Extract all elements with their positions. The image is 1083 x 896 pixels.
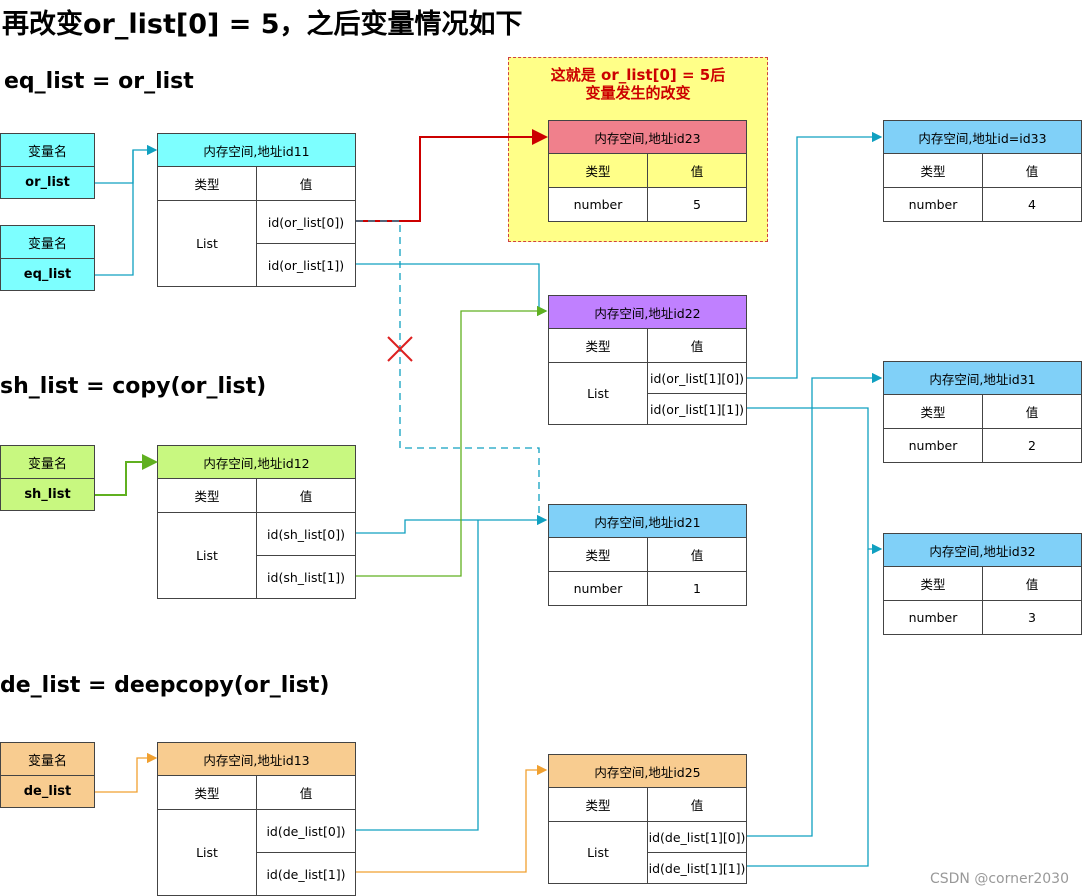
arrow-or-list-to-id11: [95, 144, 158, 184]
variable-name-value: or_list: [1, 166, 94, 198]
value-column-header: 值: [647, 537, 747, 572]
memory-value: id(de_list[0]): [256, 809, 356, 853]
section-label-de: de_list = deepcopy(or_list): [0, 673, 330, 698]
memory-value: id(sh_list[1]): [256, 555, 356, 599]
variable-name-label: 变量名: [27, 456, 67, 472]
value-column-header: 值: [256, 166, 356, 201]
memory-header: 内存空间,地址id32: [883, 533, 1082, 567]
variable-name-label: 变量名: [27, 753, 67, 769]
value-column-header: 值: [982, 394, 1082, 429]
variable-box-sh-list: 变量名 sh_list: [0, 445, 95, 511]
variable-name-value: de_list: [1, 775, 94, 807]
change-note: 这就是 or_list[0] = 5后 变量发生的改变: [508, 66, 768, 102]
memory-value: id(or_list[1]): [256, 243, 356, 287]
memory-value: id(de_list[1][0]): [647, 821, 747, 853]
memory-value: id(or_list[1][0]): [647, 362, 747, 394]
arrow-eq-list-to-id11: [95, 150, 134, 276]
memory-value: id(de_list[1]): [256, 852, 356, 896]
arrow-de-list-to-id13: [95, 752, 158, 793]
variable-box-eq-list: 变量名 eq_list: [0, 225, 95, 291]
arrow-id25-1-to-id32: [747, 549, 869, 867]
arrow-id22-0-to-id33: [747, 131, 883, 379]
page-title: 再改变or_list[0] = 5，之后变量情况如下: [2, 9, 523, 40]
memory-value: 5: [647, 187, 747, 222]
memory-value: id(sh_list[0]): [256, 512, 356, 556]
arrow-id12-0-to-id21: [356, 514, 548, 534]
change-note-line1: 这就是 or_list[0] = 5后: [550, 66, 726, 84]
value-column-header: 值: [647, 153, 747, 188]
memory-value: id(or_list[1][1]): [647, 393, 747, 425]
memory-type: List: [157, 512, 257, 599]
type-column-header: 类型: [548, 537, 648, 572]
memory-header: 内存空间,地址id31: [883, 361, 1082, 395]
memory-type: List: [548, 821, 648, 884]
arrow-id12-1-to-id22: [356, 305, 548, 577]
memory-type: number: [883, 600, 983, 635]
variable-box-or-list: 变量名 or_list: [0, 133, 95, 199]
variable-name-label: 变量名: [27, 236, 67, 252]
value-column-header: 值: [256, 775, 356, 810]
memory-value: 4: [982, 187, 1082, 222]
memory-header: 内存空间,地址id13: [157, 742, 356, 776]
memory-header: 内存空间,地址id25: [548, 754, 747, 788]
change-note-line2: 变量发生的改变: [585, 84, 691, 102]
memory-type: number: [548, 571, 648, 606]
memory-type: number: [548, 187, 648, 222]
arrow-id13-1-to-id25: [356, 764, 548, 873]
arrow-sh-list-to-id12: [95, 454, 158, 496]
arrow-id13-0-to-id21: [356, 520, 479, 831]
type-column-header: 类型: [157, 775, 257, 810]
memory-type: number: [883, 428, 983, 463]
old-link-id11-0-to-id21: [356, 220, 546, 521]
memory-type: List: [157, 200, 257, 287]
section-label-sh: sh_list = copy(or_list): [0, 374, 267, 399]
memory-header: 内存空间,地址id21: [548, 504, 747, 538]
broken-link-cross-icon: [387, 336, 413, 362]
type-column-header: 类型: [548, 328, 648, 363]
variable-name-value: eq_list: [1, 258, 94, 290]
memory-value: 2: [982, 428, 1082, 463]
memory-type: List: [548, 362, 648, 425]
arrow-id11-0-to-id23: [356, 129, 548, 222]
variable-name-label: 变量名: [27, 144, 67, 160]
section-label-eq: eq_list = or_list: [4, 69, 194, 94]
variable-box-de-list: 变量名 de_list: [0, 742, 95, 808]
memory-value: 3: [982, 600, 1082, 635]
arrow-id22-1-to-id32: [747, 407, 883, 555]
type-column-header: 类型: [548, 787, 648, 822]
arrow-id11-1-to-id22: [356, 263, 548, 317]
memory-value: id(de_list[1][1]): [647, 852, 747, 884]
watermark: CSDN @corner2030: [929, 871, 1069, 887]
memory-header: 内存空间,地址id11: [157, 133, 356, 167]
memory-header: 内存空间,地址id12: [157, 445, 356, 479]
arrow-id25-0-to-id31: [747, 372, 883, 837]
memory-value: id(or_list[0]): [256, 200, 356, 244]
variable-name-value: sh_list: [1, 478, 94, 510]
type-column-header: 类型: [883, 394, 983, 429]
memory-header: 内存空间,地址id=id33: [883, 120, 1082, 154]
memory-value: 1: [647, 571, 747, 606]
memory-header: 内存空间,地址id22: [548, 295, 747, 329]
